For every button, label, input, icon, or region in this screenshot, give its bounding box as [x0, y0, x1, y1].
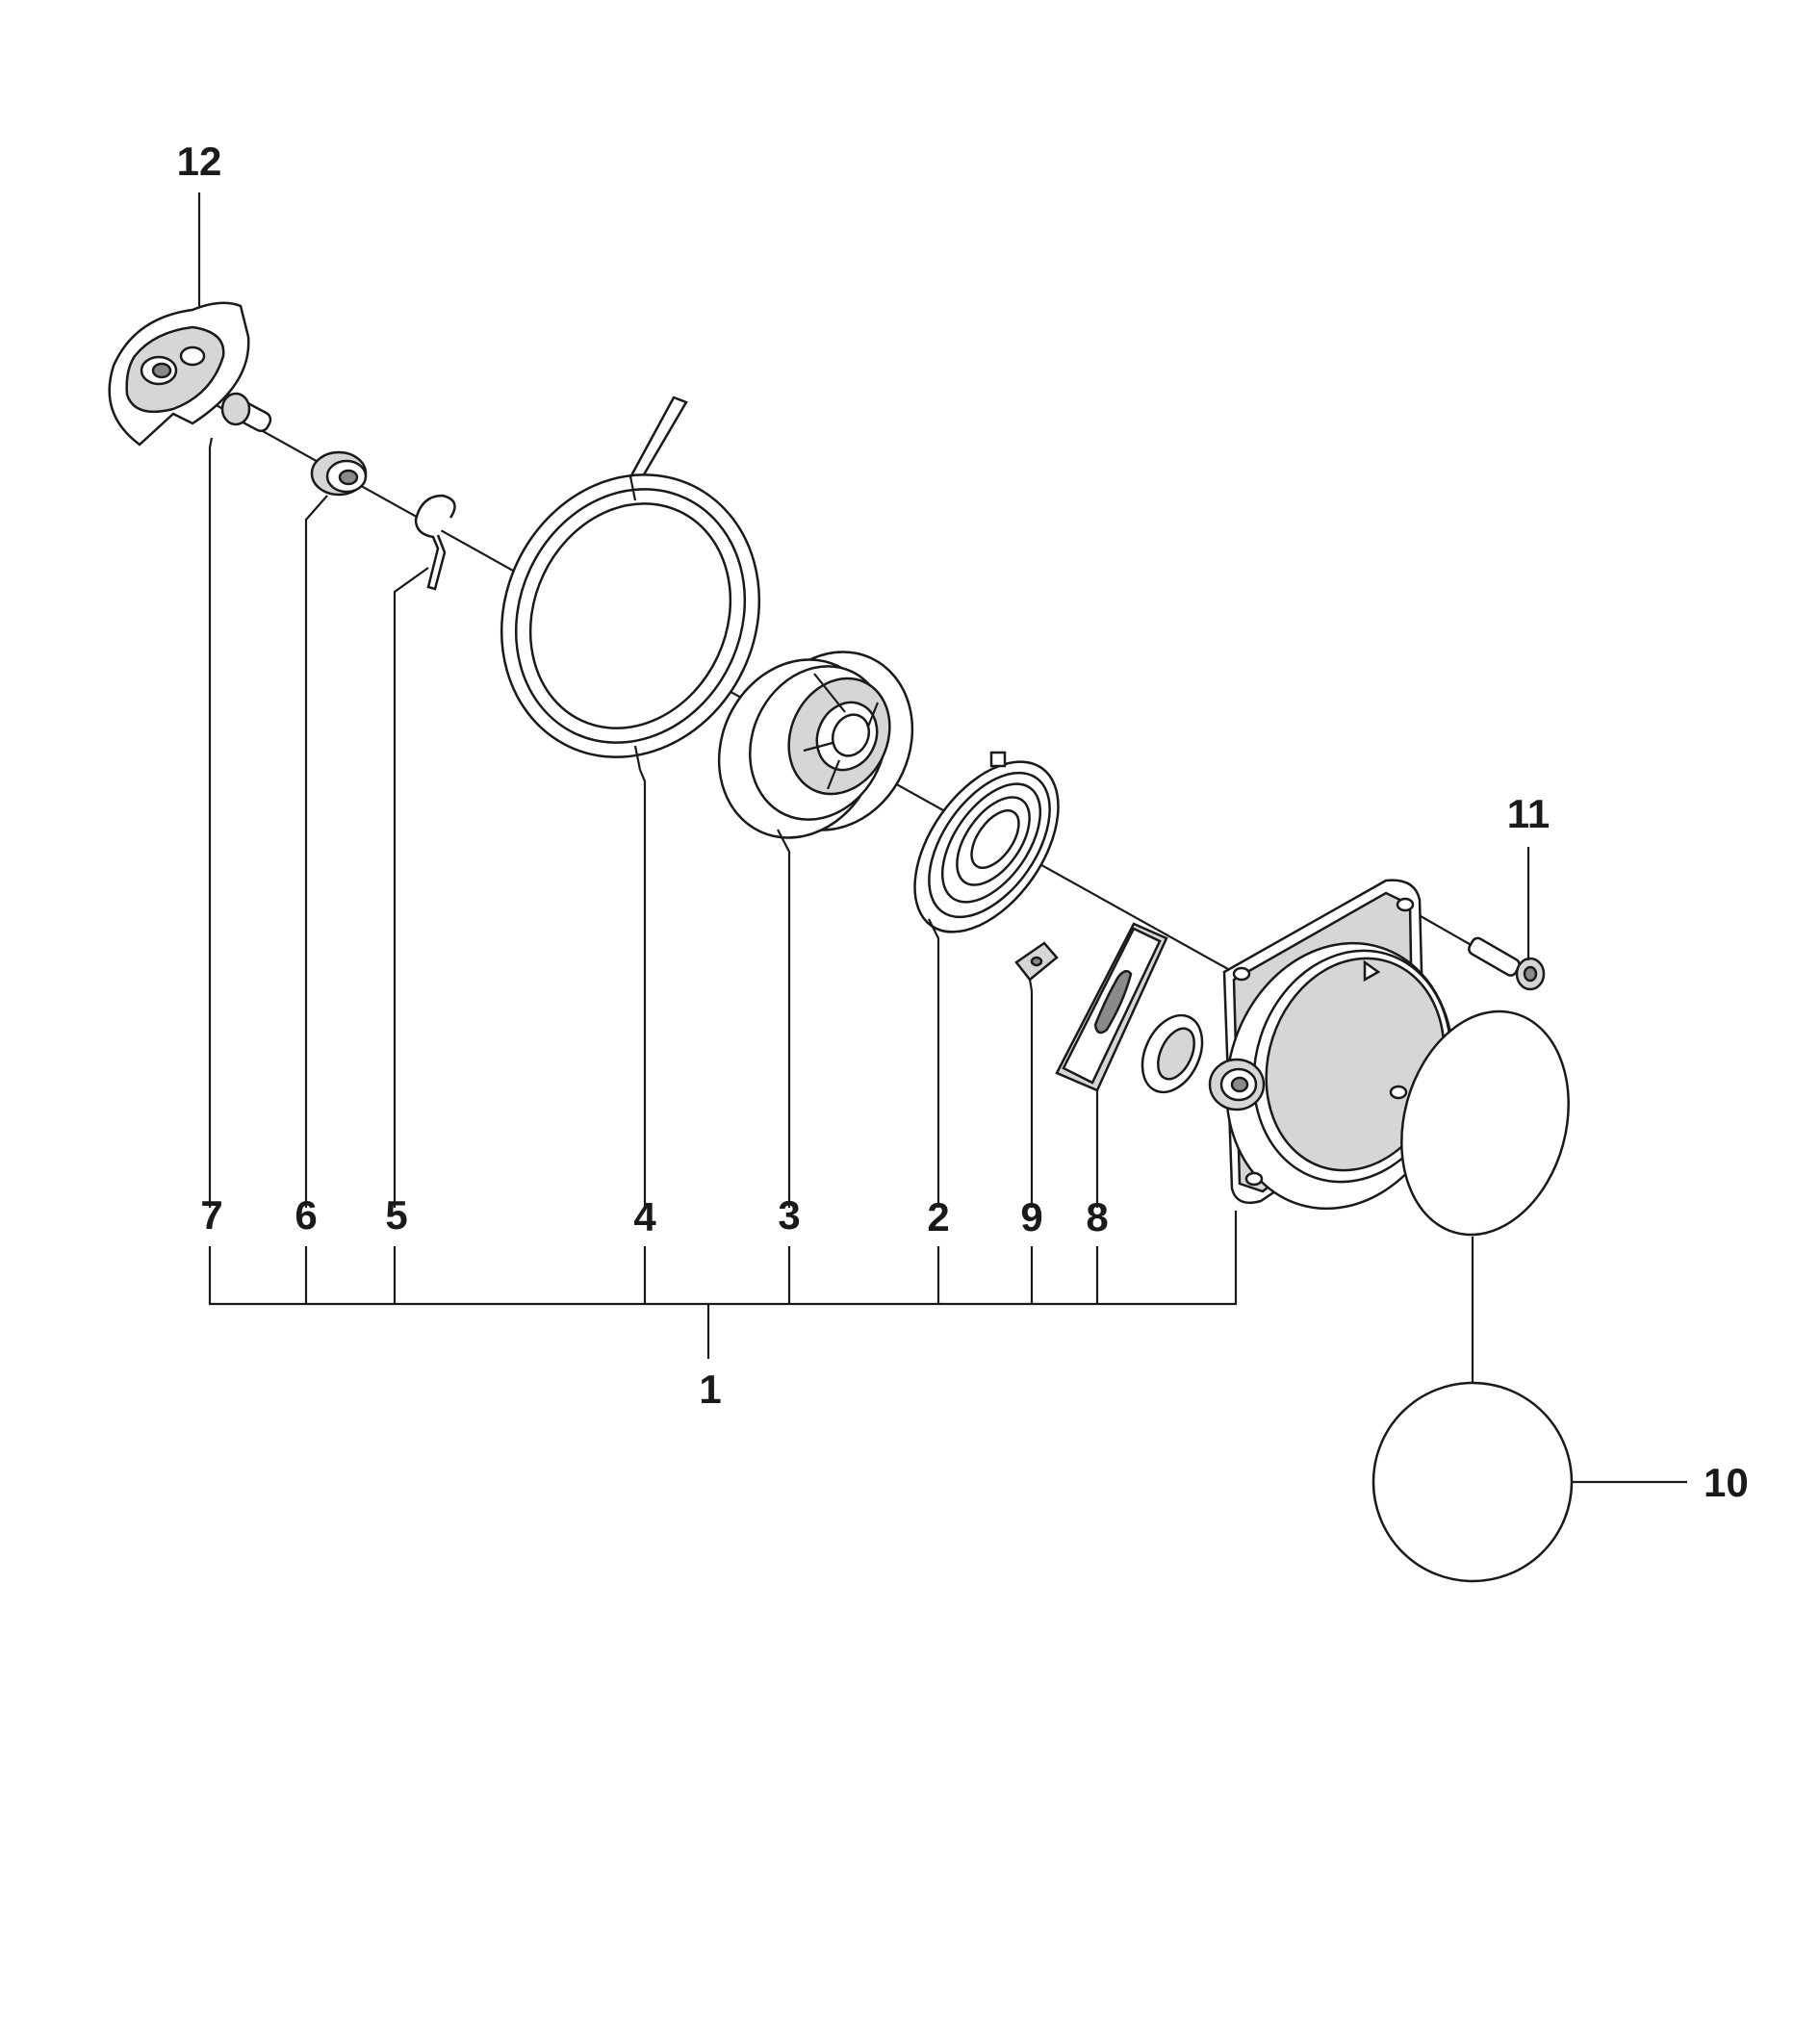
part-3-pulley: [717, 651, 914, 839]
part-2-recoil-spring: [913, 751, 1060, 933]
leader-4: [638, 769, 647, 1208]
leader-3: [777, 829, 791, 1208]
label-1: 1: [699, 1367, 721, 1412]
part-12-pawl-plate: [108, 301, 250, 447]
label-11: 11: [1507, 791, 1550, 836]
leader-6: [304, 495, 328, 1208]
label-9: 9: [1020, 1194, 1042, 1239]
part-7-pin: [220, 392, 272, 432]
leader-5: [393, 567, 429, 1208]
leader-7: [208, 437, 214, 1208]
leader-9: [1028, 979, 1034, 1208]
part-1-housing: [1208, 879, 1454, 1211]
part-9-square-nut: [1014, 941, 1059, 982]
label-4: 4: [633, 1194, 656, 1239]
label-7: 7: [200, 1192, 222, 1238]
part-5-clip: [414, 494, 456, 591]
label-6: 6: [295, 1192, 317, 1238]
label-3: 3: [778, 1192, 800, 1238]
bracket-1: [208, 1211, 1238, 1306]
part-4-starter-rope: [500, 396, 761, 771]
label-10: 10: [1704, 1460, 1749, 1505]
part-10-cover-disc: [1400, 1009, 1570, 1237]
leader-2: [928, 918, 940, 1208]
label-5: 5: [385, 1192, 407, 1238]
label-8: 8: [1086, 1194, 1108, 1239]
label-2: 2: [927, 1194, 949, 1239]
part-6-collar: [310, 450, 368, 497]
part-11-bolt: [1468, 936, 1546, 991]
part-8-handle: [1055, 922, 1204, 1094]
label-12: 12: [177, 139, 222, 184]
cover-detail-circle: [1371, 1381, 1574, 1583]
